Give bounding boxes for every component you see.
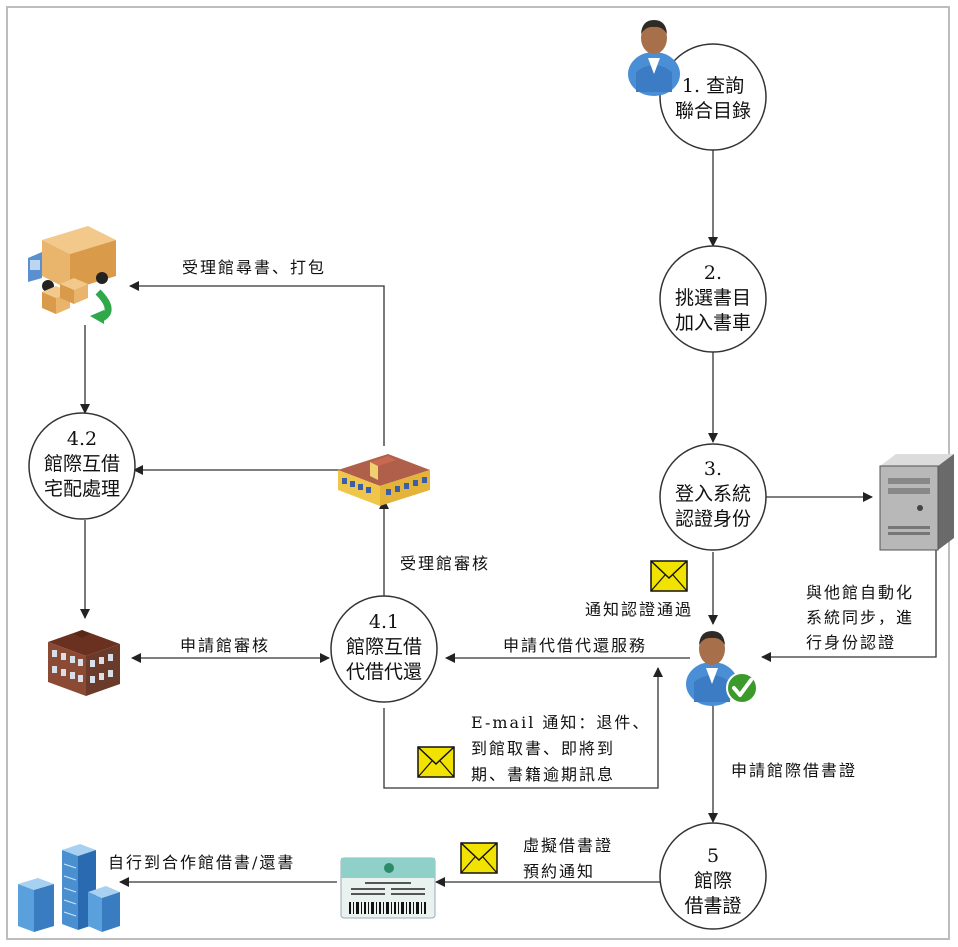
applicant-library-building-icon: [48, 630, 120, 696]
step41-circle: [330, 595, 438, 703]
step2-line-2: 挑選書目: [675, 287, 751, 309]
label-virtual-card-notice-1: 虛擬借書證: [523, 836, 613, 855]
label-notify-auth-passed: 通知認證通過: [585, 600, 693, 619]
line-step41-email-loop: [383, 667, 663, 789]
label-email-notice-2: 到館取書、即將到: [471, 739, 615, 758]
email-envelope-icon: [417, 746, 455, 778]
step3-circle: [659, 443, 767, 551]
step42-line-1: 4.2: [67, 428, 97, 450]
step2-circle: [659, 245, 767, 353]
label-sync-auth-1: 與他館自動化: [806, 583, 914, 602]
step5-circle: [659, 822, 767, 930]
verified-user-icon: [686, 631, 758, 706]
label-lender-review: 受理館審核: [400, 554, 490, 573]
step3-line-3: 認證身份: [675, 508, 751, 530]
step3-line-1: 3.: [704, 458, 722, 480]
label-email-notice-3: 期、書籍逾期訊息: [471, 765, 615, 784]
step2-line-3: 加入書車: [675, 312, 751, 334]
step1-line-2: 聯合目錄: [675, 100, 751, 122]
step1-circle: [659, 43, 767, 151]
email-envelope-icon: [650, 560, 688, 592]
label-apply-proxy-service: 申請代借代還服務: [503, 636, 647, 655]
line-server-to-user: [761, 540, 937, 662]
label-email-notice-1: E-mail 通知：退件、: [471, 713, 650, 732]
step5-line-2: 館際: [694, 870, 732, 892]
lending-library-building-icon: [338, 454, 430, 506]
email-envelope-icon: [460, 842, 498, 874]
step42-line-3: 宅配處理: [44, 478, 120, 500]
delivery-truck-icon: [28, 226, 116, 324]
step5-line-1: 5: [707, 845, 719, 867]
partner-library-building-icon: [18, 844, 120, 932]
server-icon: [879, 454, 954, 551]
connectors: [80, 150, 937, 887]
step3-line-2: 登入系統: [675, 483, 751, 505]
process-circles: [28, 43, 767, 930]
step42-line-2: 館際互借: [44, 453, 120, 475]
label-virtual-card-notice-2: 預約通知: [523, 862, 595, 881]
step1-line-1: 1. 查詢: [682, 75, 744, 97]
label-apply-ill-card: 申請館際借書證: [731, 761, 857, 780]
label-lender-find-pack: 受理館尋書、打包: [182, 258, 326, 277]
step42-circle: [28, 412, 136, 520]
label-applicant-review: 申請館審核: [180, 636, 270, 655]
label-self-borrow-return: 自行到合作館借書/還書: [108, 853, 295, 872]
library-card-icon: [340, 857, 436, 919]
line-lender-to-truck: [129, 281, 385, 446]
step41-line-2: 館際互借: [346, 636, 422, 658]
step2-line-1: 2.: [704, 262, 722, 284]
label-sync-auth-2: 系統同步，進: [806, 608, 914, 627]
label-sync-auth-3: 行身份認證: [806, 633, 896, 652]
step41-line-1: 4.1: [369, 611, 399, 633]
step41-line-3: 代借代還: [346, 661, 422, 683]
user-icon: [628, 20, 680, 96]
step5-line-3: 借書證: [684, 895, 741, 917]
